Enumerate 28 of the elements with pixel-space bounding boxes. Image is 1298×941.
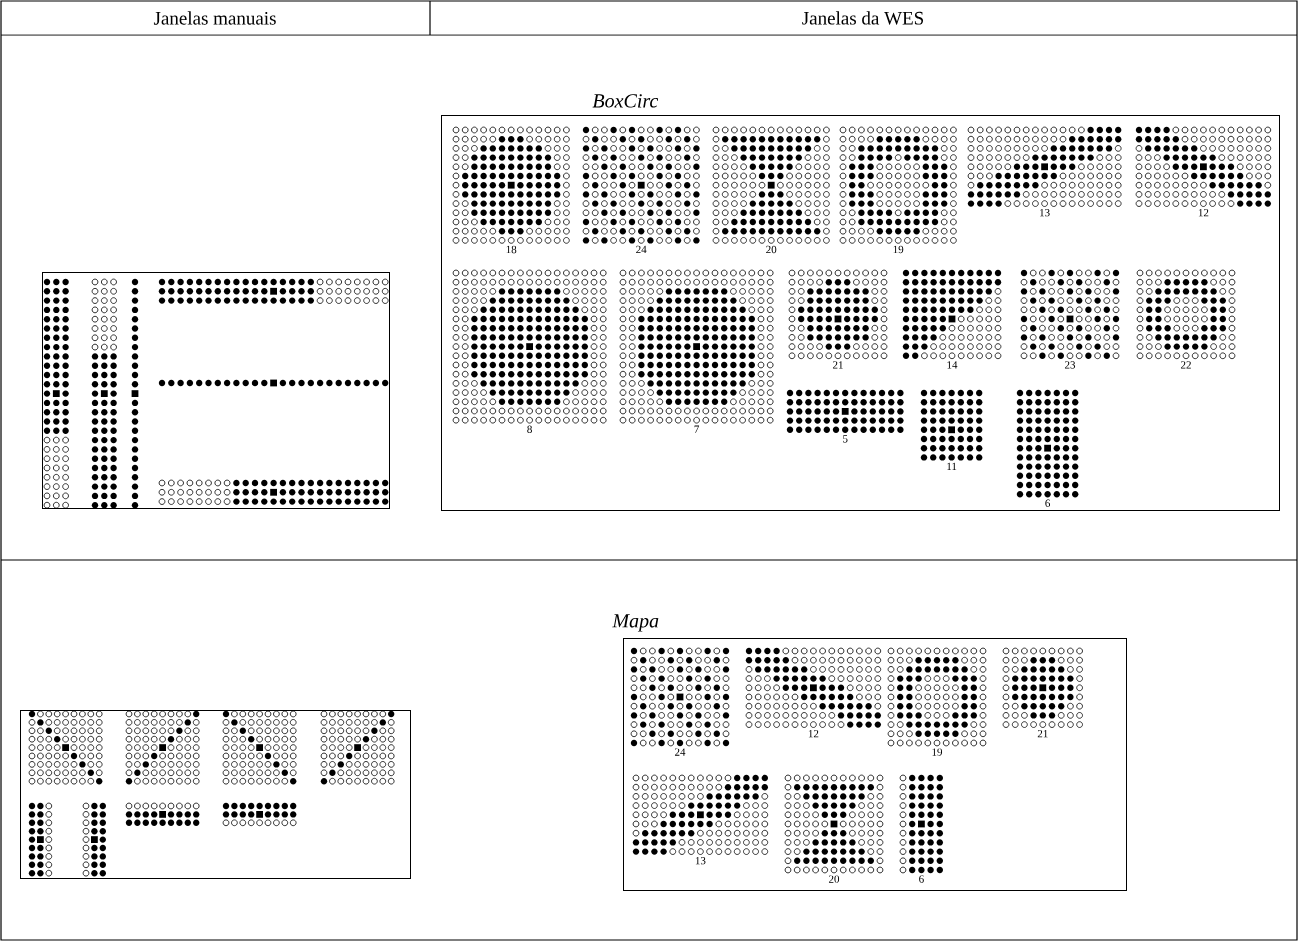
window-number: 6 (919, 875, 924, 883)
window-number: 19 (893, 245, 904, 254)
window-frame (20, 710, 411, 879)
window-number: 20 (766, 245, 777, 254)
frame-title: BoxCirc (592, 94, 659, 108)
window-number: 13 (1040, 209, 1050, 217)
window-number: 6 (1045, 499, 1051, 507)
window-number: 21 (832, 361, 843, 369)
window-number: 11 (947, 462, 957, 471)
window-number: 23 (1064, 361, 1076, 369)
column-header: Janelas da WES (802, 11, 924, 25)
window-number: 12 (808, 730, 819, 738)
window-number: 14 (947, 361, 958, 369)
window-number: 18 (506, 245, 517, 254)
column-header: Janelas manuais (153, 11, 276, 25)
window-number: 8 (527, 425, 532, 433)
window-number: 13 (695, 857, 706, 865)
window-frame (42, 272, 390, 509)
window-number: 24 (674, 748, 686, 756)
window-number: 22 (1180, 361, 1191, 369)
window-number: 20 (829, 875, 840, 883)
window-number: 7 (694, 425, 700, 433)
window-number: 24 (636, 245, 647, 254)
window-number: 12 (1198, 209, 1209, 217)
window-number: 21 (1037, 730, 1048, 738)
window-number: 19 (932, 748, 943, 756)
frame-title: Mapa (612, 614, 659, 632)
window-number: 5 (843, 435, 848, 443)
